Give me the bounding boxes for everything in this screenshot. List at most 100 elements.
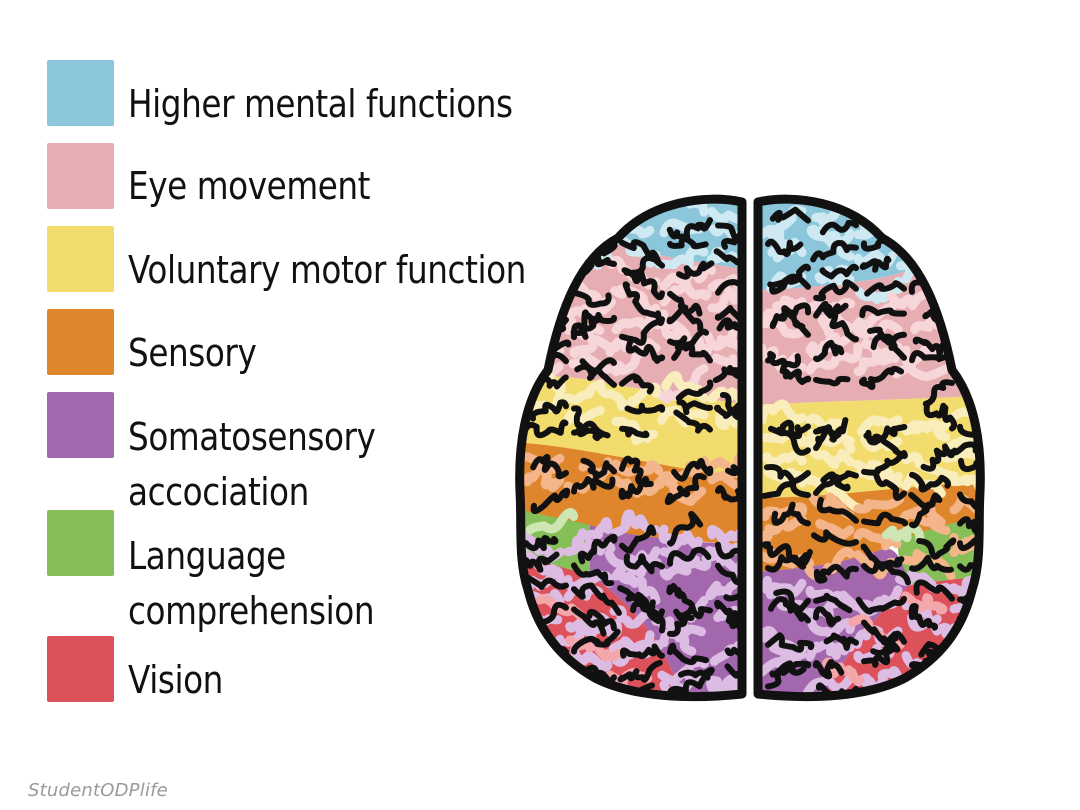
sulcus-line: [765, 238, 804, 258]
sulcus-line: [724, 663, 743, 679]
sulcus-line: [617, 659, 663, 683]
sulcus-line: [957, 360, 981, 384]
sulcus-line: [716, 317, 743, 341]
gyrus-highlight: [805, 474, 863, 513]
gyrus-highlight: [853, 494, 905, 514]
gyrus-highlight: [658, 524, 703, 553]
sulcus-line: [778, 309, 811, 338]
gyrus-highlight: [707, 471, 743, 501]
sulcus-line: [782, 368, 812, 385]
gyrus-highlight: [611, 509, 660, 537]
brain-diagram: [500, 180, 1000, 710]
sulcus-line: [861, 639, 901, 668]
sulcus-line: [761, 481, 811, 499]
gyrus-highlight: [802, 673, 855, 697]
sulcus-line: [812, 606, 842, 627]
gyrus-highlight: [616, 568, 661, 605]
sulcus-line: [765, 632, 815, 653]
sulcus-line: [769, 263, 811, 295]
sulcus-line: [961, 217, 981, 238]
sulcus-line: [571, 420, 611, 439]
sulcus-line: [530, 258, 569, 277]
gyrus-highlight: [519, 280, 565, 308]
gyrus-highlight: [805, 342, 863, 375]
sulcus-line: [621, 267, 665, 301]
gyrus-highlight: [657, 405, 709, 428]
sulcus-line: [667, 614, 695, 637]
sulcus-line: [523, 535, 559, 552]
sulcus-line: [619, 373, 655, 395]
sulcus-line: [522, 228, 570, 251]
sulcus-line: [767, 273, 811, 290]
left-hemisphere: [519, 199, 743, 697]
sulcus-line: [813, 424, 842, 452]
sulcus-line: [619, 524, 657, 554]
sulcus-line: [625, 336, 666, 364]
gyrus-highlight: [947, 668, 981, 690]
sulcus-line: [667, 510, 704, 547]
sulcus-line: [570, 312, 603, 341]
sulcus-line: [957, 646, 981, 675]
sulcus-line: [619, 425, 650, 439]
swatch-language-comprehension: [47, 510, 114, 576]
sulcus-line: [858, 365, 905, 390]
gyrus-highlight: [949, 623, 981, 663]
sulcus-line: [630, 600, 666, 634]
sulcus-line: [586, 608, 617, 632]
sulcus-line: [870, 333, 907, 361]
sulcus-line: [571, 562, 615, 587]
sulcus-line: [714, 304, 743, 321]
sulcus-line: [723, 585, 743, 602]
legend-label-higher-mental-functions: Higher mental functions: [128, 82, 513, 126]
sulcus-line: [667, 642, 709, 666]
gyrus-highlight: [707, 206, 743, 224]
swatch-voluntary-motor-function: [47, 226, 114, 292]
sulcus-line: [725, 464, 743, 477]
gyrus-highlight: [659, 280, 712, 307]
sulcus-line: [815, 682, 859, 697]
sulcus-line: [813, 375, 851, 387]
sulcus-line: [666, 673, 711, 697]
sulcus-line: [618, 476, 650, 500]
sulcus-line: [813, 339, 845, 363]
sulcus-line: [911, 673, 955, 696]
legend-label-vision: Vision: [128, 658, 223, 702]
sulcus-line: [666, 217, 713, 240]
sulcus-line: [538, 669, 569, 697]
sulcus-line: [677, 666, 715, 679]
sulcus-line: [909, 554, 954, 573]
sulcus-line: [619, 239, 662, 266]
gyrus-highlight: [815, 519, 855, 540]
gyrus-highlight: [947, 202, 981, 221]
sulcus-line: [819, 219, 859, 236]
sulcus-line: [920, 443, 956, 472]
gyrus-highlight: [705, 453, 743, 478]
sulcus-line: [522, 551, 560, 573]
legend-label-language-line2: comprehension: [128, 589, 375, 633]
sulcus-line: [719, 392, 743, 433]
gyrus-highlight: [856, 415, 903, 437]
sulcus-line: [673, 409, 713, 434]
sulcus-line: [571, 476, 616, 495]
gyrus-highlight: [881, 524, 925, 545]
sulcus-line: [721, 228, 743, 250]
sulcus-line: [916, 537, 957, 560]
gyrus-highlight: [951, 220, 981, 241]
sulcus-line: [529, 399, 569, 422]
gyrus-highlight: [519, 231, 565, 260]
sulcus-line: [823, 632, 859, 651]
gyrus-highlight: [949, 355, 981, 375]
gyrus-highlight: [901, 221, 959, 251]
sulcus-line: [531, 278, 570, 301]
sulcus-line: [579, 358, 617, 388]
gyrus-highlight: [949, 266, 981, 292]
gyrus-highlight: [562, 379, 626, 407]
gyrus-highlight: [563, 619, 623, 647]
sulcus-line: [767, 425, 811, 456]
sulcus-line: [519, 680, 569, 697]
gyrus-highlight: [758, 399, 807, 425]
sulcus-line: [667, 235, 709, 250]
gyrus-highlight: [563, 535, 616, 557]
gyrus-highlight: [758, 513, 808, 543]
gyrus-highlight: [949, 312, 981, 333]
